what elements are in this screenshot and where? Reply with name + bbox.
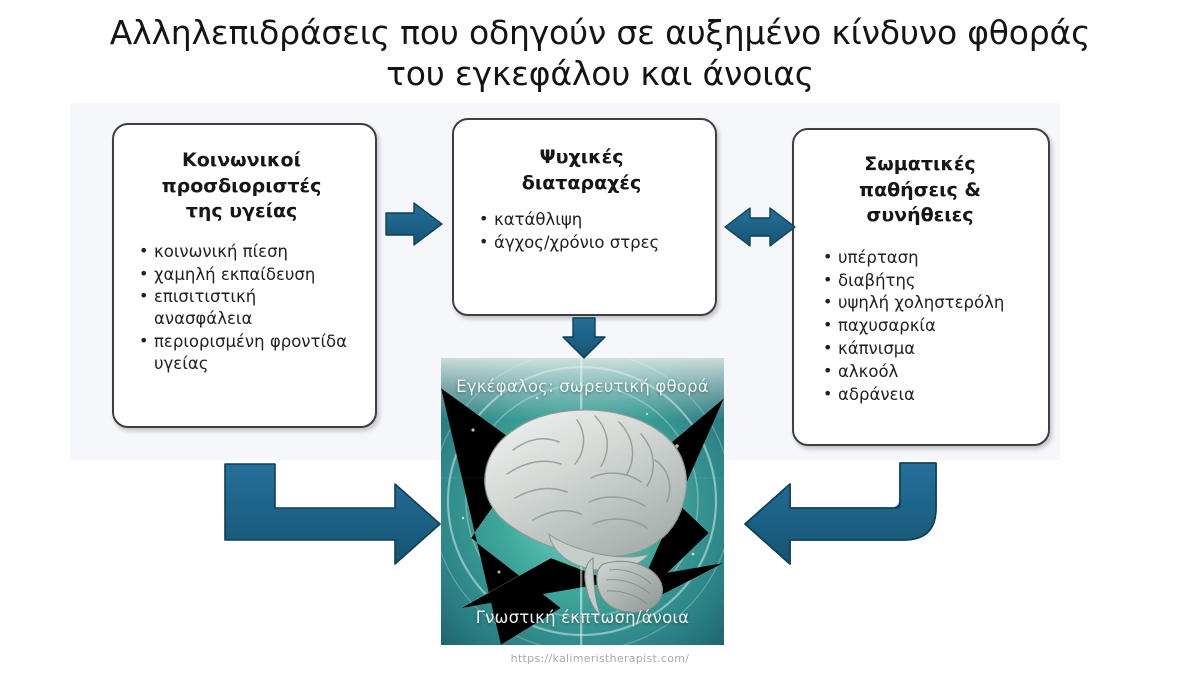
list-item: υπέρταση — [823, 246, 1032, 269]
brain-illustration-icon — [441, 358, 724, 645]
list-item: άγχος/χρόνιο στρες — [479, 231, 699, 254]
box-mental-disorders[interactable]: Ψυχικές διαταραχές κατάθλιψη άγχος/χρόνι… — [452, 118, 717, 316]
source-url[interactable]: https://kalimeristherapist.com/ — [510, 652, 690, 665]
list-item: αλκοόλ — [823, 360, 1032, 383]
list-item: κατάθλιψη — [479, 208, 699, 231]
brain-caption-top: Εγκέφαλος: σωρευτική φθορά — [456, 377, 709, 396]
box-social-list: κοινωνική πίεση χαμηλή εκπαίδευση επισιτ… — [124, 240, 359, 375]
box-mental-title: Ψυχικές διαταραχές — [521, 146, 642, 194]
list-item: χαμηλή εκπαίδευση — [139, 263, 359, 286]
box-physical-title: Σωματικές παθήσεις & συνήθειες — [859, 153, 981, 227]
box-physical-conditions[interactable]: Σωματικές παθήσεις & συνήθειες υπέρταση … — [792, 128, 1050, 446]
box-physical-list: υπέρταση διαβήτης υψηλή χοληστερόλη παχυ… — [808, 246, 1032, 406]
list-item: κάπνισμα — [823, 337, 1032, 360]
brain-caption-bottom: Γνωστική έκπτωση/άνοια — [475, 608, 690, 627]
page-title: Αλληλεπιδράσεις που οδηγούν σε αυξημένο … — [109, 13, 1091, 94]
list-item: αδράνεια — [823, 383, 1032, 406]
list-item: περιορισμένη φροντίδα υγείας — [139, 330, 359, 375]
list-item: επισιτιστική ανασφάλεια — [139, 285, 359, 330]
list-item: παχυσαρκία — [823, 314, 1032, 337]
brain-image: Εγκέφαλος: σωρευτική φθορά Γνωστική έκπτ… — [441, 358, 724, 645]
list-item: υψηλή χοληστερόλη — [823, 291, 1032, 314]
box-social-title: Κοινωνικοί προσδιοριστές της υγείας — [161, 149, 322, 223]
arrow-social-to-brain — [224, 463, 441, 565]
arrow-physical-to-brain — [744, 462, 937, 565]
list-item: κοινωνική πίεση — [139, 240, 359, 263]
box-social-determinants[interactable]: Κοινωνικοί προσδιοριστές της υγείας κοιν… — [112, 123, 377, 428]
list-item: διαβήτης — [823, 269, 1032, 292]
box-mental-list: κατάθλιψη άγχος/χρόνιο στρες — [464, 208, 699, 254]
